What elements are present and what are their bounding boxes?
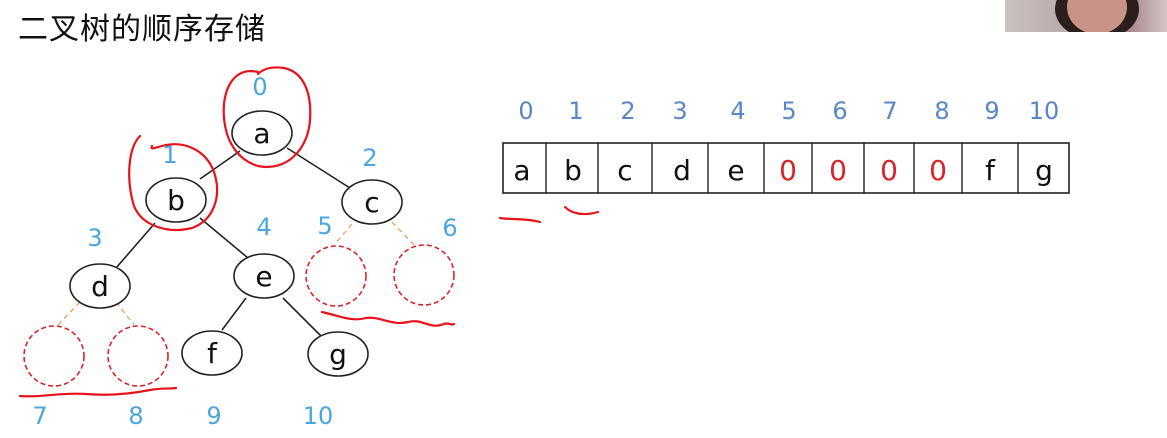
array-cell-7: 0 — [880, 154, 898, 187]
array-cell-1: b — [564, 154, 582, 187]
tree-node-d — [69, 263, 131, 309]
red-ink-annotations — [18, 66, 600, 398]
array-cell-5: 0 — [779, 154, 797, 187]
ink-underline-null-5-6 — [320, 310, 456, 327]
tree-index-5: 5 — [317, 212, 332, 240]
array-index-8: 8 — [934, 97, 949, 125]
null-node-6 — [393, 244, 455, 306]
tree-node-label-g: g — [329, 338, 347, 371]
array-cell-8: 0 — [929, 154, 947, 187]
null-node-8 — [107, 325, 169, 387]
tree-node-a — [231, 110, 293, 156]
array-cell-0: a — [513, 154, 530, 187]
array-dividers — [545, 143, 1019, 193]
array-index-5: 5 — [781, 97, 796, 125]
array-cell-9: f — [985, 154, 996, 187]
array-index-7: 7 — [882, 97, 897, 125]
edge-e-f — [221, 297, 247, 331]
ink-under-array-b — [563, 205, 600, 216]
tree-node-label-c: c — [364, 186, 379, 219]
edge-c-null5 — [333, 223, 353, 246]
edge-d-null8 — [115, 301, 135, 326]
tree-nodes — [23, 110, 455, 387]
array-index-2: 2 — [620, 97, 635, 125]
tree-index-7: 7 — [32, 402, 47, 430]
array-cell-6: 0 — [829, 154, 847, 187]
array-index-3: 3 — [672, 97, 687, 125]
edge-d-null7 — [57, 301, 81, 326]
array-cell-2: c — [617, 154, 632, 187]
null-edges — [57, 221, 415, 326]
array-index-0: 0 — [518, 97, 533, 125]
page-title: 二叉树的顺序存储 — [18, 12, 266, 47]
array-index-9: 9 — [984, 97, 999, 125]
tree-node-c — [341, 179, 403, 225]
ink-loop-around-a — [222, 66, 312, 169]
tree-index-8: 8 — [128, 402, 143, 430]
array-indices: 0 1 2 3 4 5 6 7 8 9 10 — [518, 97, 1059, 125]
edge-b-e — [199, 217, 249, 259]
tree-index-4: 4 — [256, 213, 271, 241]
edge-b-d — [115, 222, 156, 269]
tree-index-10: 10 — [303, 402, 334, 430]
presenter-face — [1067, 0, 1127, 32]
array-index-6: 6 — [832, 97, 847, 125]
null-node-5 — [305, 245, 367, 307]
tree-node-e — [233, 253, 295, 299]
tree-node-label-f: f — [207, 337, 218, 370]
tree-node-label-e: e — [255, 260, 272, 293]
edge-a-b — [199, 150, 241, 180]
array-cell-10: g — [1035, 154, 1053, 187]
array-index-10: 10 — [1029, 97, 1060, 125]
tree-node-label-d: d — [91, 270, 109, 303]
array-cell-3: d — [673, 154, 691, 187]
tree-node-f — [181, 330, 243, 376]
edge-a-c — [286, 147, 351, 189]
tree-node-indices: 0 1 2 3 4 5 6 7 8 9 10 — [32, 73, 457, 430]
tree-edges — [115, 147, 351, 338]
array-cell-4: e — [727, 154, 744, 187]
tree-node-labels: a b c d e f g — [91, 117, 380, 371]
edge-c-null6 — [391, 221, 415, 246]
webcam-thumbnail — [1005, 0, 1167, 32]
tree-node-label-a: a — [253, 117, 270, 150]
array-index-1: 1 — [568, 97, 583, 125]
ink-loop-around-b — [128, 134, 219, 232]
tree-index-2: 2 — [362, 144, 377, 172]
tree-node-g — [307, 331, 369, 377]
ink-under-array-a — [498, 216, 542, 224]
null-node-7 — [23, 325, 85, 387]
edge-e-g — [282, 297, 323, 338]
tree-index-9: 9 — [206, 402, 221, 430]
tree-node-b — [145, 177, 207, 223]
tree-index-0: 0 — [252, 73, 267, 101]
array-index-4: 4 — [730, 97, 745, 125]
sequential-array: a b c d e 0 0 0 0 f g — [502, 142, 1070, 194]
tree-index-6: 6 — [442, 214, 457, 242]
ink-underline-null-7-8 — [18, 386, 178, 398]
tree-index-1: 1 — [162, 141, 177, 169]
tree-index-3: 3 — [87, 224, 102, 252]
tree-node-label-b: b — [167, 184, 185, 217]
